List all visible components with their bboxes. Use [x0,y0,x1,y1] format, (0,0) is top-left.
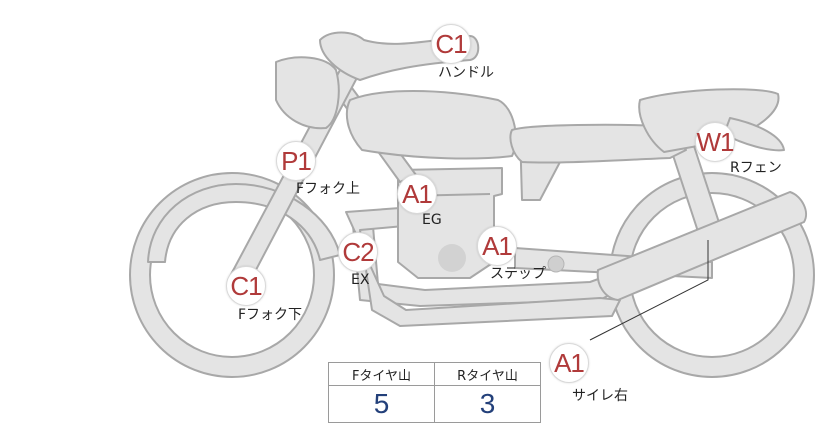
label-handlebar: ハンドル [438,62,494,82]
footpeg [548,256,564,272]
label-fork-upper: Fフォク上 [296,178,360,198]
label-exhaust: EX [351,272,369,288]
marker-code: W1 [697,129,734,155]
marker-code: A1 [554,350,584,376]
label-engine: EG [422,212,442,228]
marker-rear-fender[interactable]: W1 [695,122,735,162]
marker-code: C1 [230,273,261,299]
marker-code: C1 [435,31,466,57]
fuel-tank [347,91,516,158]
value-rear-tire: 3 [435,386,541,423]
value-front-tire: 5 [329,386,435,423]
marker-code: A1 [482,233,512,259]
marker-engine[interactable]: A1 [397,174,437,214]
headlight [276,57,339,128]
header-front-tire: Fタイヤ山 [329,363,435,386]
tire-tread-table: Fタイヤ山 Rタイヤ山 5 3 [328,362,541,423]
engine-cover [438,244,466,272]
label-muffler-right: サイレ右 [572,385,628,405]
marker-exhaust[interactable]: C2 [338,232,378,272]
header-rear-tire: Rタイヤ山 [435,363,541,386]
marker-code: P1 [281,148,311,174]
marker-code: C2 [342,239,373,265]
marker-step[interactable]: A1 [477,226,517,266]
label-rear-fender: Rフェン [730,157,782,177]
marker-fork-upper[interactable]: P1 [276,141,316,181]
label-fork-lower: Fフォク下 [238,304,302,324]
label-step: ステップ [490,263,546,283]
marker-muffler-right[interactable]: A1 [549,343,589,383]
marker-handlebar[interactable]: C1 [431,24,471,64]
marker-fork-lower[interactable]: C1 [226,266,266,306]
marker-code: A1 [402,181,432,207]
